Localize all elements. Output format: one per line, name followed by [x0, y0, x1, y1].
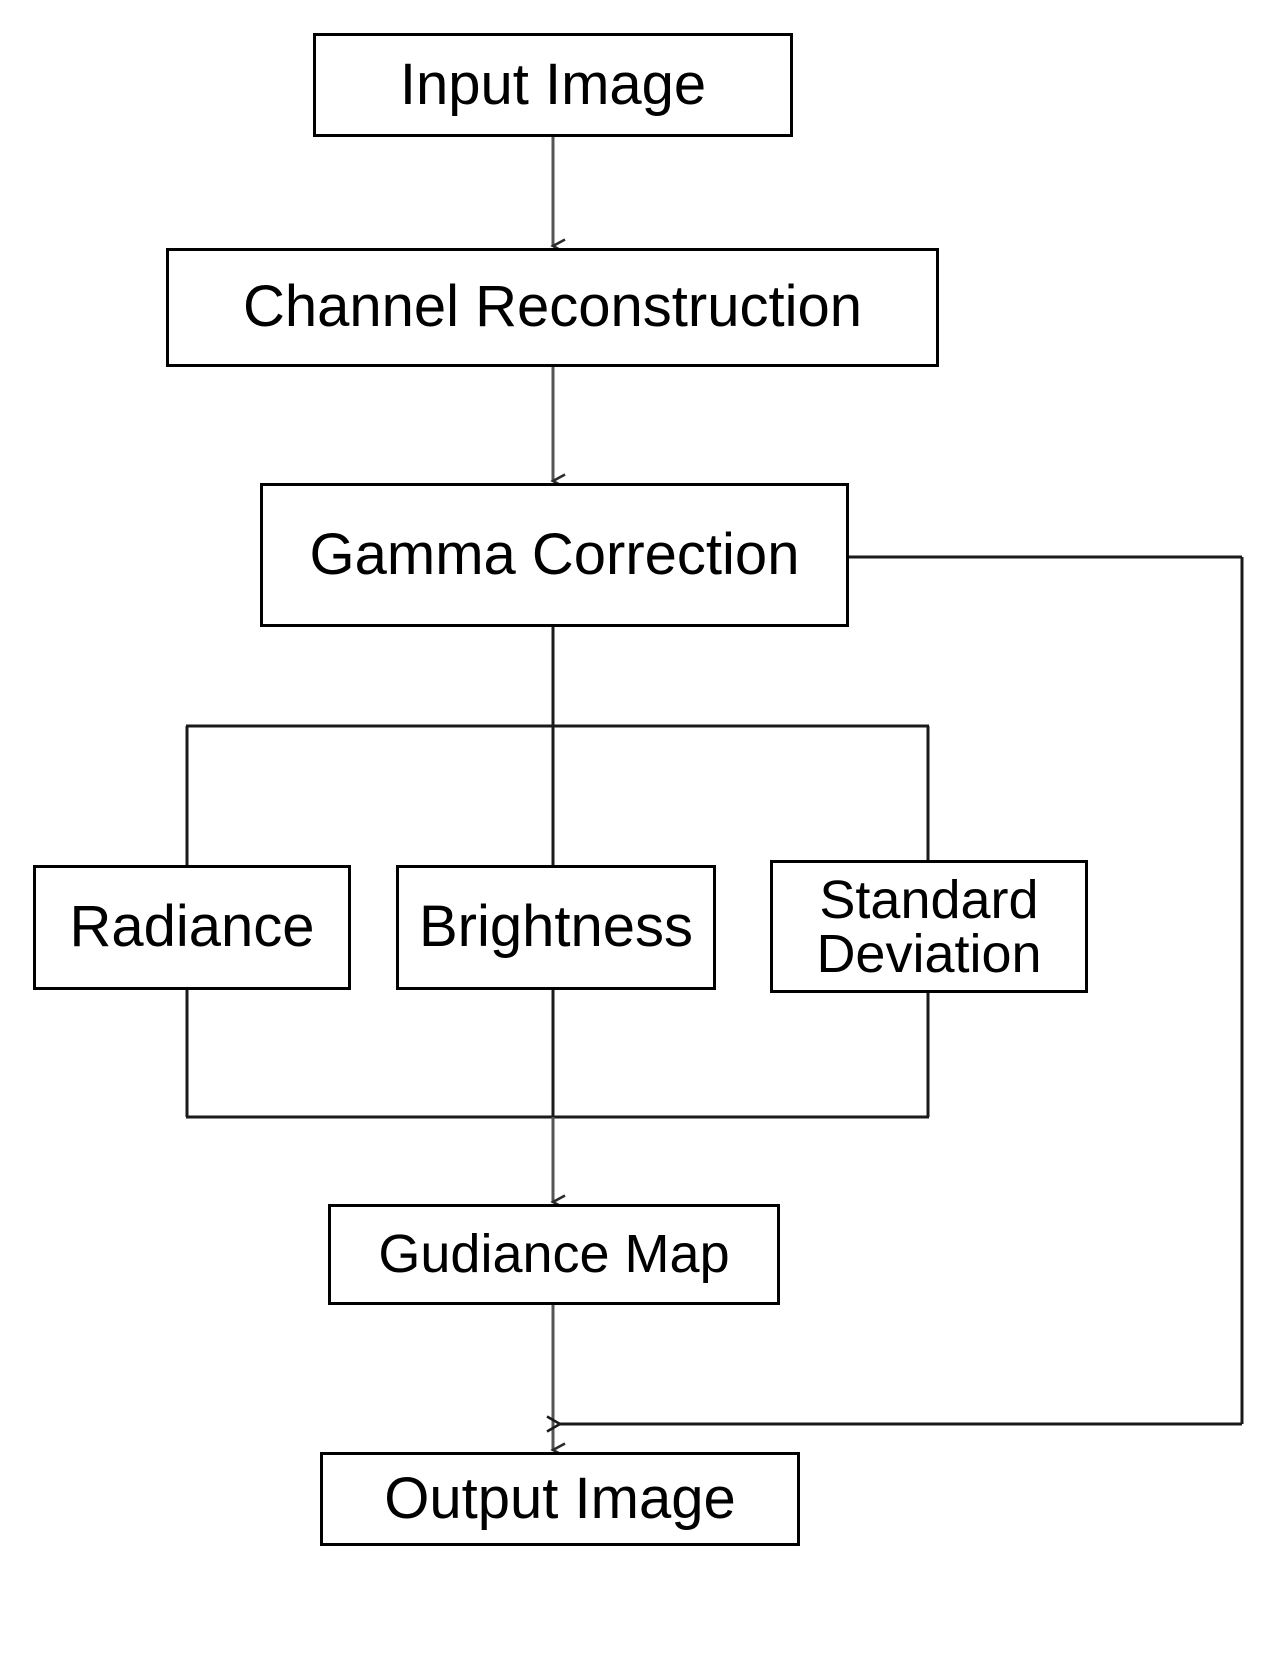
node-guidance-map[interactable]: Gudiance Map — [328, 1204, 780, 1305]
node-standard-deviation[interactable]: Standard Deviation — [770, 860, 1088, 993]
node-channel-reconstruction-label: Channel Reconstruction — [242, 274, 863, 340]
node-output-image[interactable]: Output Image — [320, 1452, 800, 1546]
node-gamma-correction[interactable]: Gamma Correction — [260, 483, 849, 627]
node-radiance[interactable]: Radiance — [33, 865, 351, 990]
node-guidance-map-label: Gudiance Map — [378, 1224, 730, 1285]
node-standard-deviation-label: Standard Deviation — [816, 869, 1042, 984]
node-radiance-label: Radiance — [69, 894, 315, 960]
node-input-image[interactable]: Input Image — [313, 33, 793, 137]
node-gamma-correction-label: Gamma Correction — [309, 521, 800, 587]
node-channel-reconstruction[interactable]: Channel Reconstruction — [166, 248, 939, 367]
node-brightness[interactable]: Brightness — [396, 865, 716, 990]
node-brightness-label: Brightness — [418, 894, 694, 960]
node-input-image-label: Input Image — [399, 51, 707, 117]
node-output-image-label: Output Image — [384, 1465, 736, 1531]
